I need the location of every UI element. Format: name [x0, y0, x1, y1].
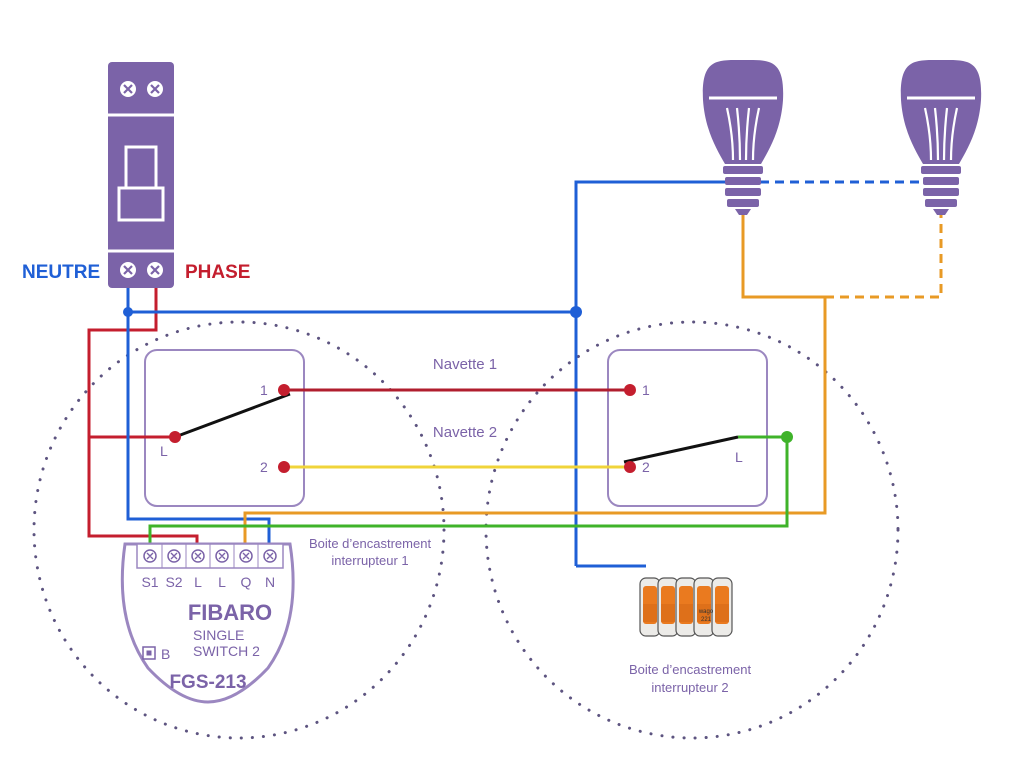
- fibaro-product-line1: SINGLE: [193, 627, 244, 643]
- junction-box-1-outline: [32, 320, 446, 740]
- fibaro-terminal-s2: S2: [165, 574, 182, 590]
- switch-1-label-L: L: [160, 443, 168, 459]
- neutral-wire: [126, 288, 271, 544]
- green-wire: [148, 435, 789, 544]
- fibaro-terminal-s1: S1: [141, 574, 158, 590]
- box-2-label-line1: Boite d’encastrement: [629, 662, 752, 677]
- wago-model: 221: [701, 617, 712, 623]
- phase-label: PHASE: [185, 262, 250, 283]
- fibaro-terminal-l: L: [194, 574, 202, 590]
- switch-1-box: [144, 349, 305, 507]
- wago-brand: wago: [698, 609, 714, 615]
- fibaro-terminal-screws: [143, 544, 277, 568]
- switch-2-terminal-2: [624, 461, 636, 473]
- neutral-junction-dot: [570, 306, 582, 318]
- neutral-lamp-wire: [574, 180, 727, 566]
- wago-connector-icon: wago 221: [639, 577, 733, 637]
- box-1-label-line1: Boite d’encastrement: [309, 536, 432, 551]
- fibaro-terminal-n: N: [265, 574, 275, 590]
- switch-1-terminal-1: [278, 384, 290, 396]
- switch-2-terminal-L: [781, 431, 793, 443]
- fibaro-b-button-icon: [142, 646, 156, 660]
- switch-2-box: [607, 349, 768, 507]
- switch-1-label-1: 1: [260, 382, 268, 398]
- switch-1-terminal-2: [278, 461, 290, 473]
- fibaro-b-button-label: B: [161, 646, 170, 662]
- fibaro-brand: FIBARO: [188, 600, 272, 625]
- fibaro-product-line2: SWITCH 2: [193, 643, 260, 659]
- box-1-label-line2: interrupteur 1: [331, 553, 408, 568]
- switch-2-label-1: 1: [642, 382, 650, 398]
- switch-2-lever: [623, 435, 739, 464]
- neutral-junction-dot: [123, 307, 133, 317]
- fibaro-terminal-l: L: [218, 574, 226, 590]
- light-bulb-icon: [702, 59, 784, 215]
- switch-1-label-2: 2: [260, 459, 268, 475]
- fibaro-model: FGS-213: [169, 672, 246, 693]
- fibaro-terminal-q: Q: [241, 574, 252, 590]
- junction-box-2-outline: [484, 320, 900, 740]
- navette-1-label: Navette 1: [433, 356, 497, 373]
- switch-1-terminal-L: [169, 431, 181, 443]
- neutre-label: NEUTRE: [22, 262, 100, 283]
- circuit-breaker-icon: [108, 62, 174, 288]
- switch-2-terminal-1: [624, 384, 636, 396]
- light-bulb-icon: [900, 59, 982, 215]
- lamp-return-wire: [243, 212, 827, 544]
- box-2-label-line2: interrupteur 2: [651, 680, 728, 695]
- lamp-return-dashed: [825, 212, 943, 299]
- switch-1-lever: [174, 392, 291, 439]
- phase-wire: [87, 288, 199, 544]
- navette-2-label: Navette 2: [433, 424, 497, 441]
- fibaro-module: S1 S2 L L Q N FIBARO SINGLE SWITCH 2 B F…: [120, 542, 295, 704]
- switch-2-label-L: L: [735, 449, 743, 465]
- switch-2-label-2: 2: [642, 459, 650, 475]
